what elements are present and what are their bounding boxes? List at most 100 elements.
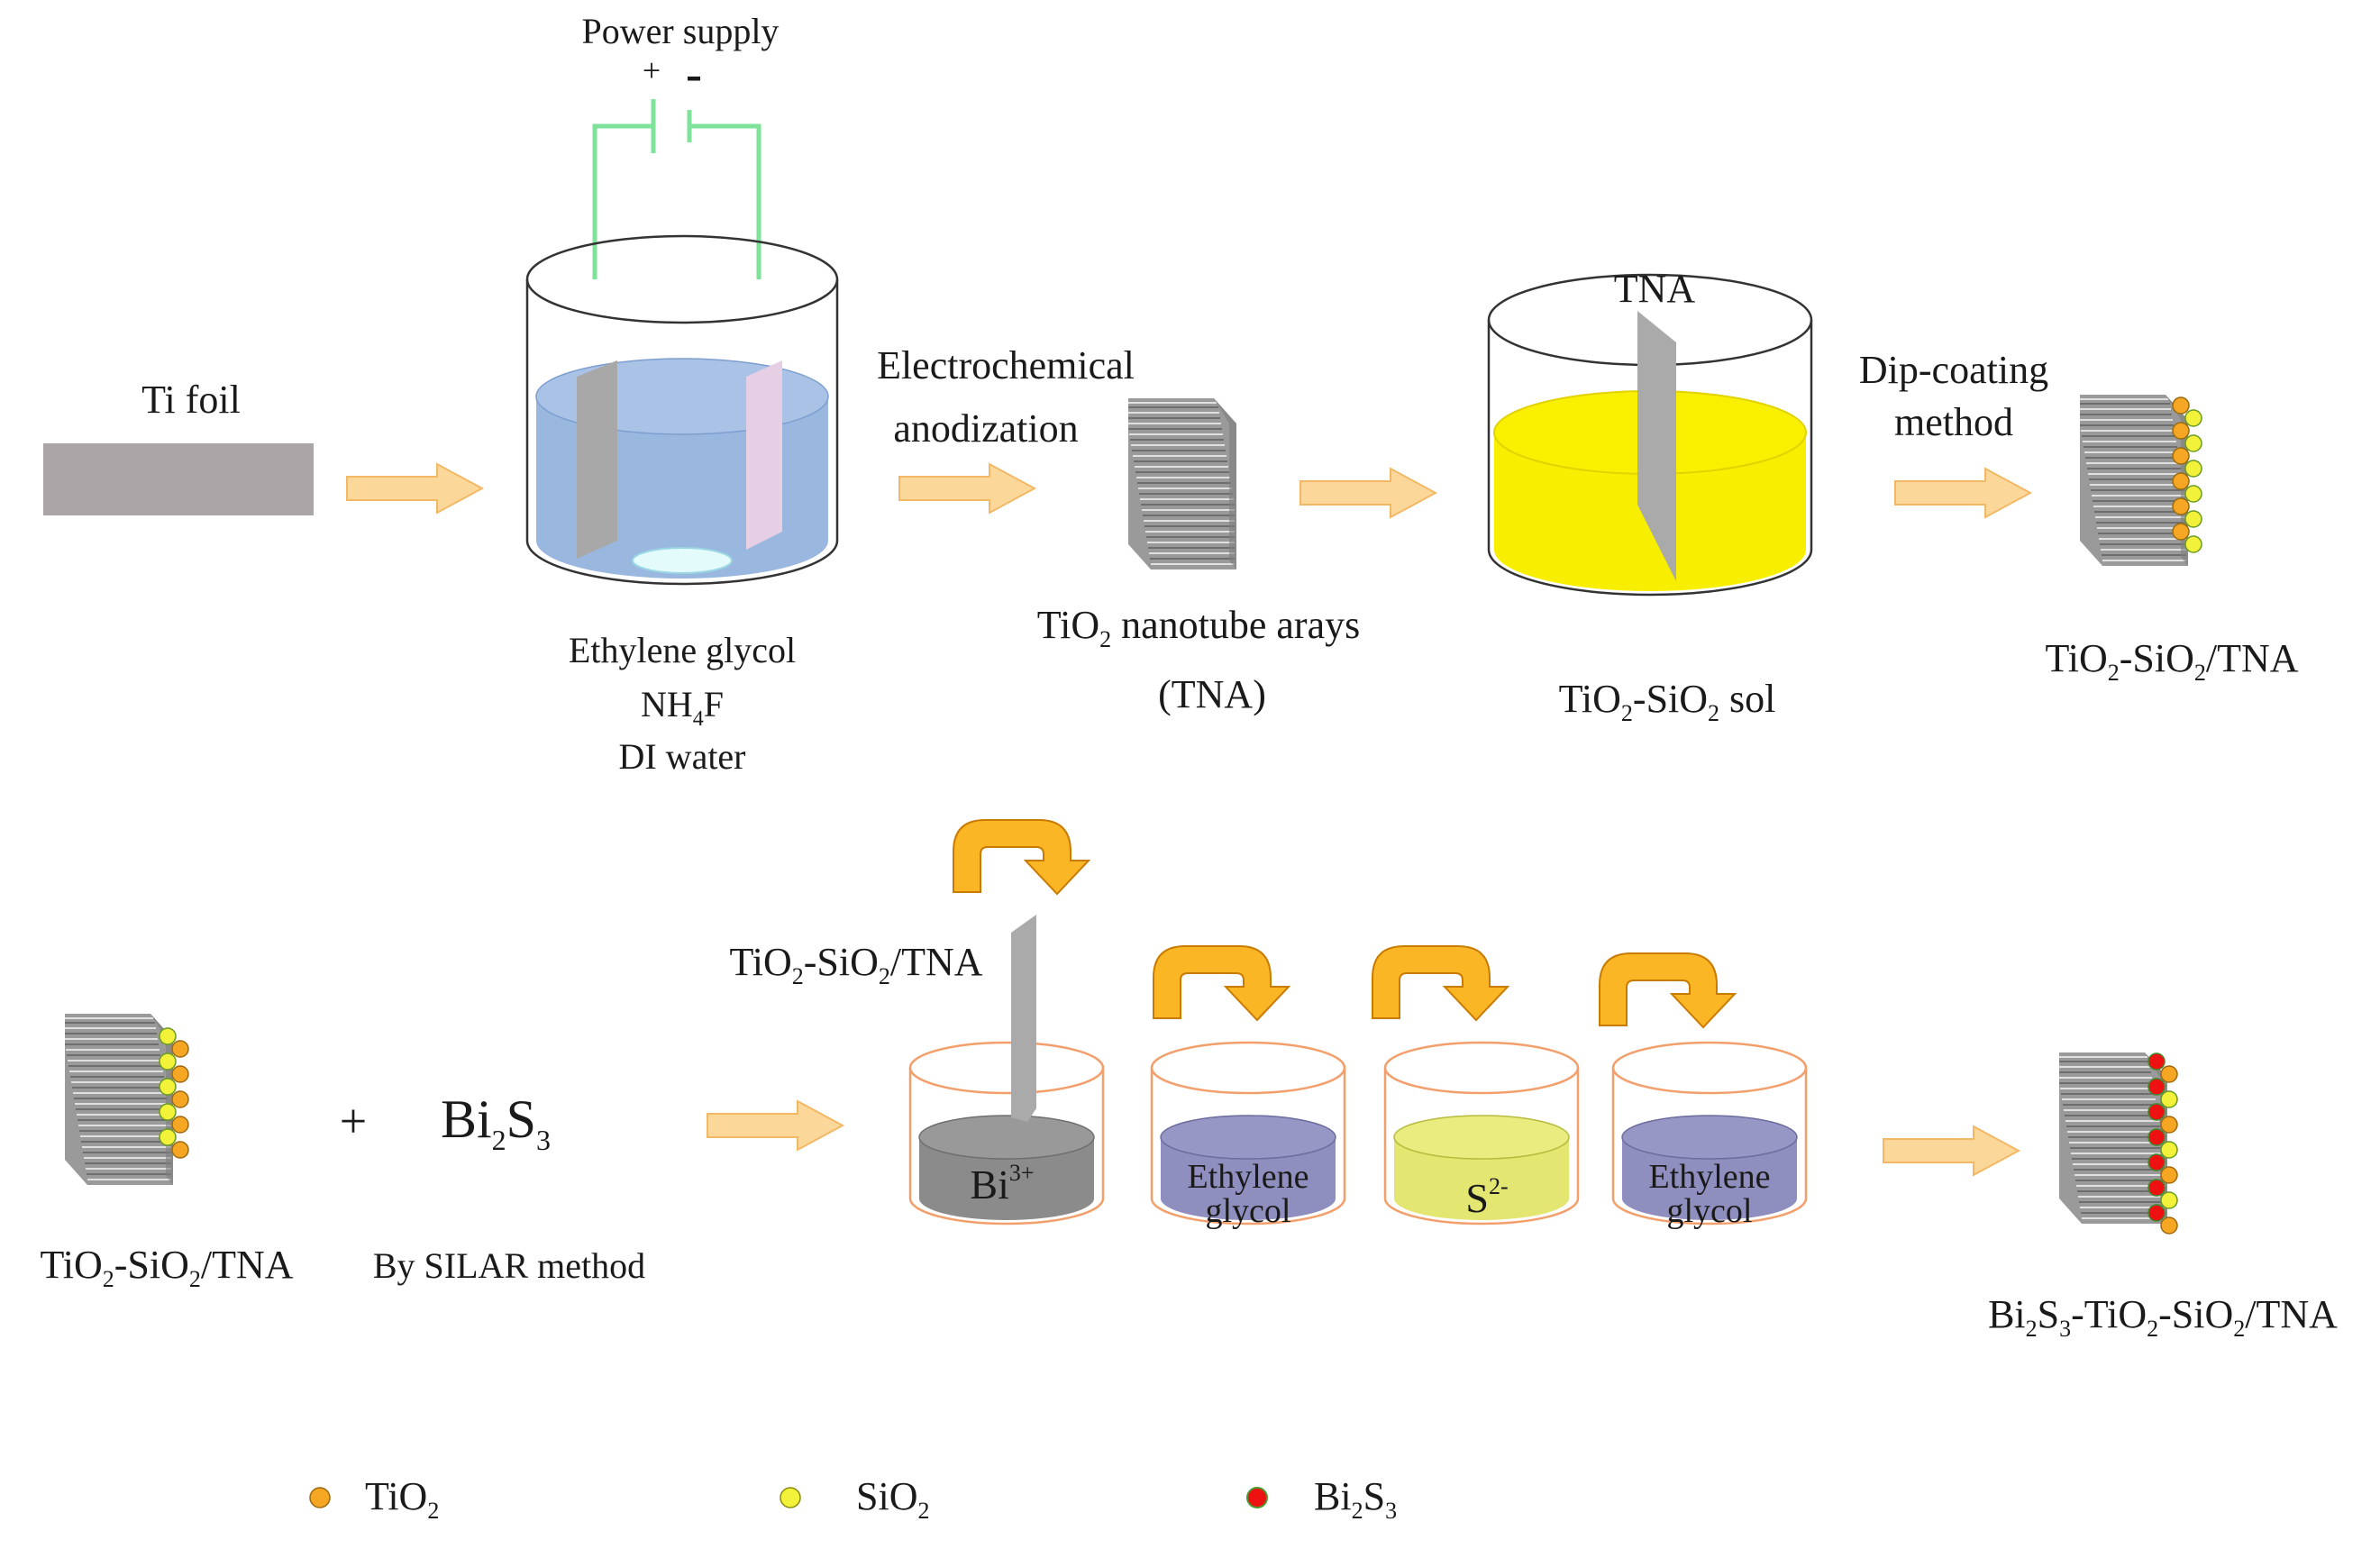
- process-arrow: [1894, 468, 2031, 518]
- sio2-particle: [2160, 1191, 2178, 1209]
- final-2: 2: [2026, 1316, 2038, 1342]
- power-minus-sign: -: [686, 47, 702, 101]
- sio2-particle: [2184, 434, 2202, 452]
- legend-bi2s3-s: S: [1363, 1474, 1385, 1518]
- tio2-particle: [2172, 396, 2190, 415]
- transfer-arrow-2: [1153, 945, 1290, 1021]
- product-top-1: TiO: [2045, 636, 2107, 680]
- bi2s3-particle: [2147, 1128, 2166, 1146]
- bi2s3-particle: [2147, 1103, 2166, 1121]
- sol-part-1: TiO: [1559, 677, 1621, 721]
- sio2-particle: [159, 1078, 177, 1096]
- product-top-3: -SiO: [2120, 636, 2194, 680]
- final-8: 2: [2233, 1316, 2245, 1342]
- sio2-particle: [159, 1103, 177, 1121]
- tio2-particle: [171, 1141, 189, 1159]
- sio2-particle: [159, 1027, 177, 1045]
- process-arrow: [898, 463, 1035, 514]
- final-3: S: [2038, 1292, 2059, 1336]
- start-3: -SiO: [114, 1243, 189, 1287]
- sio2-particle: [2184, 409, 2202, 427]
- product-top-2: 2: [2108, 660, 2120, 686]
- sio2-particle: [159, 1052, 177, 1071]
- legend-tio2-main: TiO: [365, 1474, 427, 1518]
- process-arrow: [1883, 1125, 2020, 1176]
- legend-sio2-main: SiO: [856, 1474, 917, 1518]
- tio2-particle: [171, 1040, 189, 1058]
- tio2-particle: [2160, 1166, 2178, 1184]
- tio2-particle: [2172, 472, 2190, 490]
- legend-bi2s3-bi: Bi: [1314, 1474, 1352, 1518]
- bi2s3-3: 3: [536, 1124, 551, 1156]
- start-5: /TNA: [201, 1243, 294, 1287]
- product-top-4: 2: [2194, 660, 2206, 686]
- silar-beaker-eg-1: [1150, 1041, 1346, 1226]
- bi-ion: Bi: [970, 1162, 1008, 1207]
- tna-stack: [1127, 397, 1237, 570]
- electrolyte-ethylene-glycol: Ethylene glycol: [569, 630, 796, 670]
- sample-5: /TNA: [890, 940, 983, 984]
- s-ion: S: [1465, 1175, 1489, 1221]
- sio2-particle: [2184, 485, 2202, 503]
- process-arrow: [707, 1100, 843, 1151]
- bi2s3-particle: [2147, 1052, 2166, 1071]
- tna-sub: 2: [1099, 626, 1111, 652]
- tio2-particle: [2160, 1116, 2178, 1134]
- legend-tio2-sub: 2: [427, 1498, 439, 1524]
- bi2s3-bi: Bi: [441, 1089, 492, 1149]
- transfer-arrow-3: [1372, 945, 1509, 1021]
- sol-part-3: -SiO: [1633, 677, 1708, 721]
- sol-beaker: [1487, 273, 1813, 597]
- nh4f-end: F: [704, 684, 724, 724]
- start-2: 2: [103, 1266, 114, 1292]
- eg-1-line1: Ethylene: [1187, 1158, 1309, 1196]
- tna-label: TiO2 nanotube arays: [1037, 603, 1360, 652]
- legend-bi2s3-dot: [1246, 1487, 1268, 1508]
- legend-sio2-sub: 2: [917, 1498, 929, 1524]
- bi-charge: 3+: [1009, 1160, 1035, 1186]
- tna-rest: nanotube arays: [1111, 603, 1360, 647]
- sol-label: TiO2-SiO2 sol: [1559, 677, 1776, 726]
- legend-tio2-label: TiO2: [365, 1474, 439, 1524]
- final-5: -TiO: [2071, 1292, 2147, 1336]
- electrolyte-nh4f: NH4F: [641, 684, 724, 731]
- ti-foil: [43, 443, 314, 515]
- sample-1: TiO: [729, 940, 791, 984]
- sio2-particle: [2184, 460, 2202, 478]
- plus-sign: +: [340, 1094, 367, 1148]
- tio2-particle: [171, 1065, 189, 1083]
- start-1: TiO: [40, 1243, 102, 1287]
- bi2s3-2: 2: [492, 1124, 506, 1156]
- legend-sio2-label: SiO2: [856, 1474, 929, 1524]
- silar-beaker-s: [1383, 1041, 1580, 1226]
- final-7: -SiO: [2158, 1292, 2233, 1336]
- electrolyte-di-water: DI water: [618, 736, 745, 777]
- bi-ion-label: Bi3+: [970, 1160, 1034, 1207]
- s-ion-label: S2-: [1465, 1173, 1508, 1221]
- anodization-label-line1: Electrochemical: [877, 343, 1135, 387]
- tio2-particle: [2160, 1216, 2178, 1235]
- final-product-label: Bi2S3-TiO2-SiO2/TNA: [1988, 1292, 2338, 1342]
- sample-2: 2: [792, 963, 804, 989]
- nh4f-subscript: 4: [693, 707, 704, 731]
- start-label: TiO2-SiO2/TNA: [40, 1243, 293, 1292]
- coated-tna-start: [64, 1013, 189, 1186]
- tna-tio: TiO: [1037, 603, 1099, 647]
- final-1: Bi: [1988, 1292, 2026, 1336]
- bi2s3-particle: [2147, 1078, 2166, 1096]
- sol-part-2: 2: [1621, 700, 1633, 726]
- anodization-beaker: [525, 234, 839, 586]
- sample-4: 2: [879, 963, 890, 989]
- legend-sio2-dot: [780, 1487, 801, 1508]
- sio2-particle: [2160, 1141, 2178, 1159]
- start-4: 2: [189, 1266, 201, 1292]
- bi2s3-particle: [2147, 1153, 2166, 1171]
- tna-abbr: (TNA): [1158, 672, 1266, 716]
- final-9: /TNA: [2245, 1292, 2338, 1336]
- bi2s3-s: S: [506, 1089, 536, 1149]
- anodization-label-line2: anodization: [893, 406, 1078, 451]
- sio2-particle: [159, 1128, 177, 1146]
- transfer-arrow-4: [1599, 952, 1736, 1028]
- dip-coating-line2: method: [1894, 400, 2013, 444]
